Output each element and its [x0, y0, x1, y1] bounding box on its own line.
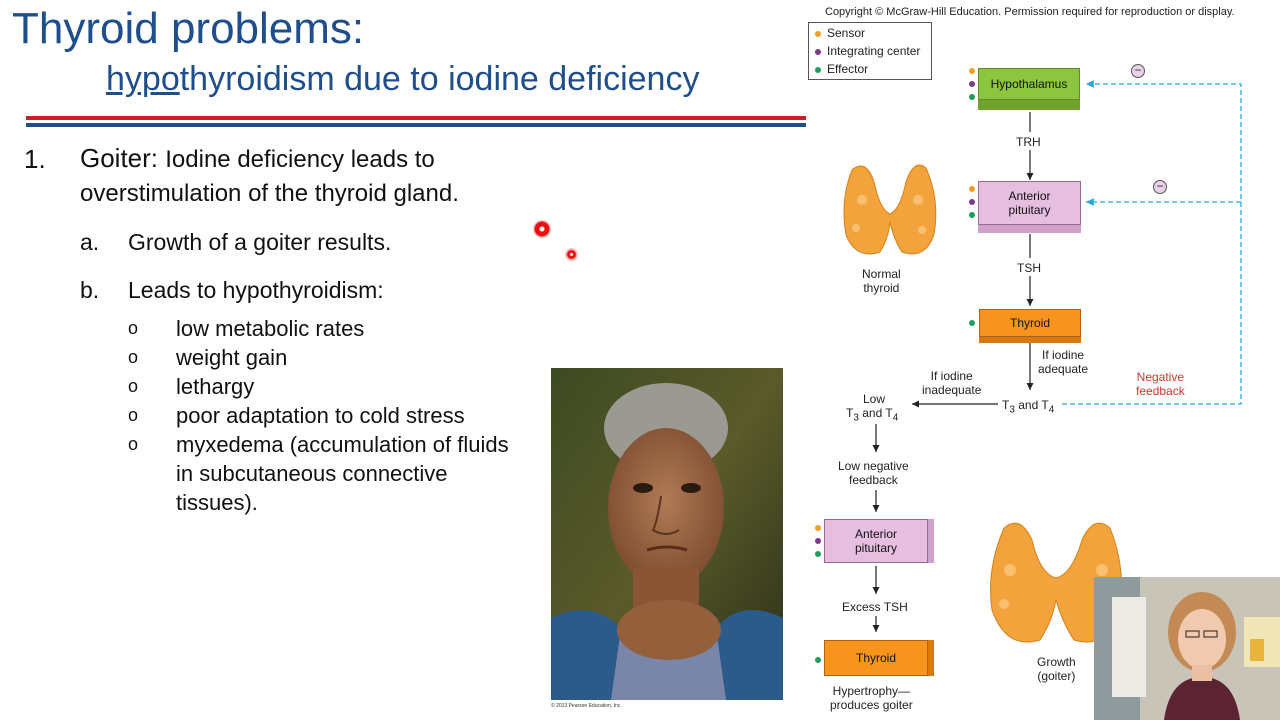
sensor-dot-icon — [969, 186, 975, 192]
minus-icon: − — [1131, 64, 1145, 78]
subtitle-underlined: hypo — [106, 60, 180, 98]
legend: Sensor Integrating center Effector — [808, 22, 932, 80]
effector-dot-icon — [969, 320, 975, 326]
bullet-marker: o — [128, 318, 139, 338]
effector-dot-icon — [969, 212, 975, 218]
effector-dot-icon — [969, 94, 975, 100]
slide-title: Thyroid problems: — [12, 4, 365, 53]
bullet-item: weight gain — [176, 345, 288, 370]
hypertrophy-label: Hypertrophy—produces goiter — [830, 684, 913, 712]
item1-text-a: Iodine deficiency leads to — [165, 146, 435, 173]
title-rule-red — [26, 116, 806, 120]
sensor-dot-icon — [969, 68, 975, 74]
item1-line2: overstimulation of the thyroid gland. — [80, 180, 459, 207]
bullet-item: poor adaptation to cold stress — [176, 403, 465, 428]
thyroid-box-2: Thyroid — [824, 640, 928, 676]
bullet-item-continued: tissues). — [176, 490, 258, 515]
bullet-item: low metabolic rates — [176, 316, 365, 341]
t3-t4-label: T3 and T4 — [1002, 398, 1055, 416]
item1-line1: Goiter: Iodine deficiency leads to — [80, 142, 435, 176]
bullet-item-continued: in subcutaneous connective — [176, 461, 448, 486]
presenter-webcam — [1094, 577, 1280, 720]
bullet-item: myxedema (accumulation of fluids — [176, 432, 509, 457]
laser-pointer-dot — [533, 220, 551, 238]
excess-tsh-label: Excess TSH — [842, 600, 908, 614]
sub-a-text: Growth of a goiter results. — [128, 229, 392, 255]
photo-credit: © 2013 Pearson Education, Inc. — [551, 703, 622, 709]
trh-label: TRH — [1016, 135, 1041, 149]
normal-thyroid-gland — [843, 164, 937, 255]
integrating-center-dot-icon — [815, 538, 821, 544]
sub-a-marker: a. — [80, 229, 100, 255]
sub-b-marker: b. — [80, 277, 100, 303]
bullet-marker: o — [128, 347, 139, 367]
bullet-item: lethargy — [176, 374, 255, 399]
hypothalamus-box: Hypothalamus — [978, 68, 1080, 100]
thyroid-box: Thyroid — [979, 309, 1081, 337]
bullet-marker: o — [128, 405, 139, 425]
slide-subtitle: hypothyroidism due to iodine deficiency — [106, 60, 699, 99]
growth-goiter-label: Growth(goiter) — [1037, 655, 1076, 683]
low-label: Low — [863, 392, 886, 406]
integrating-center-dot-icon — [969, 81, 975, 87]
minus-icon: − — [1153, 180, 1167, 194]
item1-number: 1. — [24, 144, 46, 174]
laser-pointer-trail — [565, 248, 578, 261]
effector-dot-icon — [815, 66, 821, 73]
tsh-label: TSH — [1017, 261, 1041, 275]
copyright-notice: Copyright © McGraw-Hill Education. Permi… — [825, 6, 1235, 18]
goiter-term: Goiter: — [80, 143, 159, 173]
goiter-patient-photo — [551, 368, 783, 700]
sensor-dot-icon — [815, 525, 821, 531]
negative-feedback-line-hypothalamus — [1062, 80, 1242, 405]
sensor-dot-icon — [815, 30, 821, 37]
bullet-marker: o — [128, 434, 139, 454]
effector-dot-icon — [815, 551, 821, 557]
sub-b-text: Leads to hypothyroidism: — [128, 277, 384, 303]
low-t3-t4-label: T3 and T4 — [846, 406, 899, 424]
legend-item-effector: Effector — [815, 62, 868, 76]
title-rule-blue — [26, 123, 806, 127]
effector-dot-icon — [815, 657, 821, 663]
legend-item-sensor: Sensor — [815, 26, 865, 40]
integrating-center-dot-icon — [815, 48, 821, 55]
anterior-pituitary-box: Anterior pituitary — [978, 181, 1081, 225]
integrating-center-dot-icon — [969, 199, 975, 205]
legend-item-integrating-center: Integrating center — [815, 44, 920, 58]
bullet-marker: o — [128, 376, 139, 396]
subtitle-rest: thyroidism due to iodine deficiency — [179, 60, 700, 98]
anterior-pituitary-box-2: Anterior pituitary — [824, 519, 928, 563]
